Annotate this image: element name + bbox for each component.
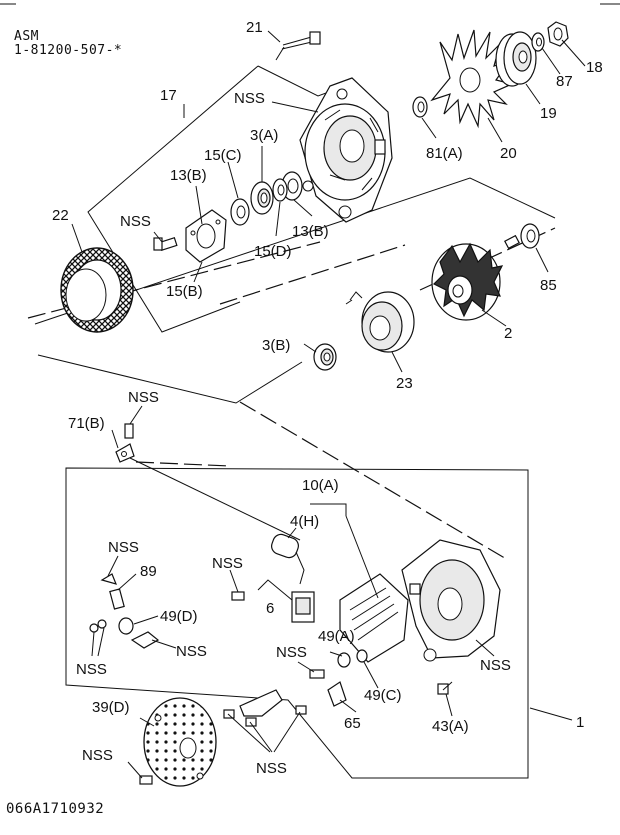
nut-18 [547, 21, 569, 47]
callout-65: 65 [344, 715, 361, 732]
callout-6: 6 [266, 600, 274, 617]
bearing-plate-13b-left [185, 209, 227, 263]
callout-nss-bottom: NSS [256, 760, 287, 777]
screw-nss-cover [139, 775, 153, 785]
bearing-3b [313, 343, 337, 371]
bushing-49d [118, 617, 134, 635]
callout-nss-49a: NSS [276, 644, 307, 661]
callout-87: 87 [556, 73, 573, 90]
callout-85: 85 [540, 277, 557, 294]
footer-code: 066A1710932 [6, 801, 105, 817]
stator-22 [60, 247, 134, 333]
callout-89: 89 [140, 563, 157, 580]
leader-10a [345, 515, 379, 599]
rotor-2 [431, 234, 520, 321]
front-bracket-housing [299, 77, 393, 223]
clip-nss [130, 631, 160, 649]
callout-13b-left: 13(B) [170, 167, 207, 184]
callout-nss-clip: NSS [176, 643, 207, 660]
callout-15d: 15(D) [254, 243, 292, 260]
callout-23: 23 [396, 375, 413, 392]
bracket-10a [310, 503, 347, 516]
spacer-15c [230, 198, 250, 226]
header-asm: ASM [14, 29, 39, 44]
rectifier-10a [339, 573, 409, 663]
callout-10a: 10(A) [302, 477, 339, 494]
bolt-89 [100, 573, 125, 610]
callout-21: 21 [246, 19, 263, 36]
callout-nss-pair: NSS [76, 661, 107, 678]
leader-lines [71, 30, 586, 779]
slip-ring-assembly-23 [345, 291, 415, 353]
callout-nss-6: NSS [212, 555, 243, 572]
rear-cover-39d [143, 697, 217, 787]
through-bolt-21 [275, 31, 321, 61]
callout-nss-cover: NSS [82, 747, 113, 764]
callout-49c: 49(C) [364, 687, 402, 704]
callout-13b-right: 13(B) [292, 223, 329, 240]
callout-49a: 49(A) [318, 628, 355, 645]
callout-nss-frame: NSS [120, 213, 151, 230]
terminal-leader [129, 457, 301, 541]
bracket-nss [223, 689, 307, 727]
bolt-43a [437, 681, 453, 695]
insulator-49a [337, 652, 351, 668]
callout-19: 19 [540, 105, 557, 122]
bolt-nss-49a [309, 669, 325, 679]
screw-nss-6 [231, 591, 245, 601]
regulator-6 [291, 591, 315, 623]
bolt-nss-frame [153, 236, 178, 252]
terminal-guide-line [135, 461, 231, 467]
callouts: 21 18 87 19 20 17 NSS 81(A) 3(A) 15(C) 1… [52, 19, 603, 777]
callout-nss-top: NSS [234, 90, 265, 107]
terminal-71b [115, 423, 135, 463]
callout-17: 17 [160, 87, 177, 104]
callout-3b: 3(B) [262, 337, 290, 354]
rear-housing-guide [37, 354, 509, 561]
condenser-4h [271, 533, 305, 585]
pulley-19 [495, 31, 537, 87]
rear-bracket [401, 539, 501, 662]
washer-87 [531, 32, 545, 52]
callout-49d: 49(D) [160, 608, 198, 625]
callout-2: 2 [504, 325, 512, 342]
terminal-65 [327, 681, 347, 707]
callout-4h: 4(H) [290, 513, 319, 530]
callout-nss-rear: NSS [480, 657, 511, 674]
nut-49c [356, 649, 368, 663]
callout-15b: 15(B) [166, 283, 203, 300]
seal-81a [412, 96, 428, 118]
callout-nss-71b: NSS [128, 389, 159, 406]
callout-nss-89: NSS [108, 539, 139, 556]
callout-15c: 15(C) [204, 147, 242, 164]
callout-20: 20 [500, 145, 517, 162]
bearing-85 [520, 223, 540, 249]
bearing-3a [250, 181, 274, 215]
spacer-15d [272, 178, 288, 202]
callout-18: 18 [586, 59, 603, 76]
callout-39d: 39(D) [92, 699, 130, 716]
callout-22: 22 [52, 207, 69, 224]
rear-assembly-box [65, 467, 529, 779]
callout-71b: 71(B) [68, 415, 105, 432]
callout-43a: 43(A) [432, 718, 469, 735]
header-part-number: 1-81200-507-* [14, 43, 123, 58]
callout-1: 1 [576, 714, 584, 731]
callout-81a: 81(A) [426, 145, 463, 162]
screws-nss-pair [89, 619, 107, 633]
callout-3a: 3(A) [250, 127, 278, 144]
